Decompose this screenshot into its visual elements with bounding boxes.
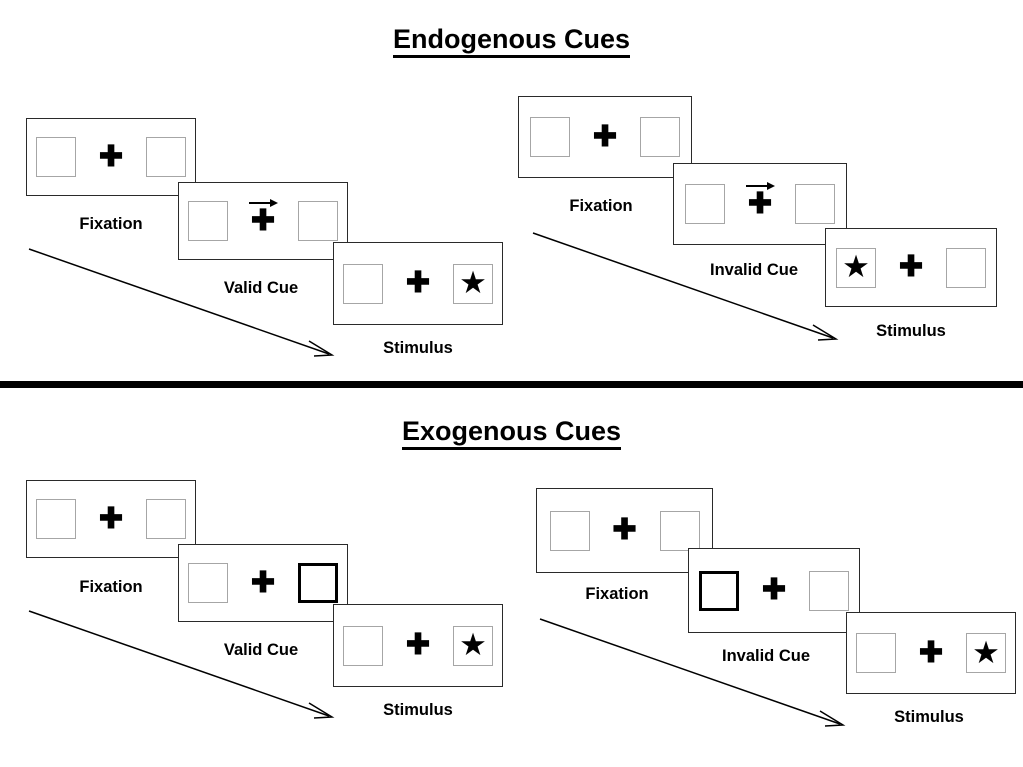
slot-left xyxy=(188,201,228,241)
fixation-cross-icon: ✚ xyxy=(250,204,276,237)
frame-endogenous-invalid-cue: ✚ xyxy=(673,163,847,245)
title-exogenous-text: Exogenous Cues xyxy=(401,416,622,450)
slot-right: ★ xyxy=(453,625,493,666)
fixation-center: ✚ xyxy=(401,261,435,307)
fixation-center: ✚ xyxy=(401,623,435,669)
title-exogenous: Exogenous Cues xyxy=(0,416,1023,450)
frame-exogenous-invalid-fixation: ✚ xyxy=(536,488,713,573)
slot-left xyxy=(685,184,725,224)
fixation-center: ✚ xyxy=(588,114,622,160)
time-arrow-endogenous-valid xyxy=(28,248,335,357)
slot-right xyxy=(659,510,700,551)
slot-right: ★ xyxy=(966,633,1006,673)
caption-exogenous-valid-stimulus: Stimulus xyxy=(383,701,453,719)
fixation-center: ✚ xyxy=(608,508,642,554)
arrow-right-icon xyxy=(249,199,278,207)
frame-endogenous-valid-cue: ✚ xyxy=(178,182,348,260)
fixation-cross-icon: ✚ xyxy=(592,120,618,153)
caption-exogenous-invalid-stimulus: Stimulus xyxy=(894,708,964,726)
slot-left xyxy=(343,625,383,666)
slot-right: ★ xyxy=(453,263,493,304)
frame-endogenous-invalid-stimulus: ★ ✚ xyxy=(825,228,997,307)
slot-left xyxy=(530,117,570,157)
caption-endogenous-invalid-fixation: Fixation xyxy=(569,197,633,215)
fixation-center: ✚ xyxy=(914,630,948,676)
time-arrow-endogenous-invalid xyxy=(532,232,839,341)
star-icon: ★ xyxy=(459,627,487,662)
fixation-center: ✚ xyxy=(246,560,280,606)
title-endogenous: Endogenous Cues xyxy=(0,24,1023,58)
slot-left-cued xyxy=(699,570,739,611)
frame-endogenous-valid-stimulus: ✚ ★ xyxy=(333,242,503,325)
section-endogenous: Endogenous Cues ✚ Fixation xyxy=(0,24,1023,357)
frame-endogenous-valid-fixation: ✚ xyxy=(26,118,196,196)
frame-exogenous-valid-stimulus: ✚ ★ xyxy=(333,604,503,687)
star-icon: ★ xyxy=(459,265,487,300)
slot-right xyxy=(809,570,849,611)
slot-left xyxy=(343,263,383,304)
arrow-right-icon xyxy=(746,182,775,190)
slot-right xyxy=(146,499,186,539)
fixation-cross-icon: ✚ xyxy=(405,267,431,299)
fixation-center: ✚ xyxy=(743,181,777,227)
fixation-center: ✚ xyxy=(894,245,928,291)
slot-right xyxy=(640,117,680,157)
frame-exogenous-invalid-cue: ✚ xyxy=(688,548,860,633)
slot-right xyxy=(298,201,338,241)
slot-left xyxy=(36,499,76,539)
fixation-cross-icon: ✚ xyxy=(918,636,944,669)
slot-left: ★ xyxy=(836,247,876,288)
slot-right xyxy=(795,184,835,224)
fixation-cross-icon: ✚ xyxy=(250,566,276,599)
caption-exogenous-valid-cue: Valid Cue xyxy=(223,641,299,659)
fixation-cross-icon: ✚ xyxy=(98,140,124,173)
frame-exogenous-valid-fixation: ✚ xyxy=(26,480,196,558)
caption-exogenous-invalid-fixation: Fixation xyxy=(585,585,649,603)
slot-right-cued xyxy=(298,563,338,603)
fixation-cross-icon: ✚ xyxy=(98,502,124,535)
frame-exogenous-valid-cue: ✚ xyxy=(178,544,348,622)
frame-exogenous-invalid-stimulus: ✚ ★ xyxy=(846,612,1016,694)
slot-left xyxy=(36,137,76,177)
star-icon: ★ xyxy=(972,634,1000,670)
caption-endogenous-invalid-cue: Invalid Cue xyxy=(709,261,799,279)
caption-exogenous-invalid-cue: Invalid Cue xyxy=(721,647,811,665)
fixation-cross-icon: ✚ xyxy=(612,514,637,546)
caption-endogenous-valid-cue: Valid Cue xyxy=(223,279,299,297)
frame-endogenous-invalid-fixation: ✚ xyxy=(518,96,692,178)
fixation-cross-icon: ✚ xyxy=(898,251,924,283)
section-exogenous: Exogenous Cues ✚ Fixation xyxy=(0,392,1023,767)
fixation-center: ✚ xyxy=(94,134,128,180)
fixation-cross-icon: ✚ xyxy=(747,187,773,220)
caption-endogenous-valid-stimulus: Stimulus xyxy=(383,339,453,357)
star-icon: ★ xyxy=(842,249,870,284)
slot-left xyxy=(188,563,228,603)
fixation-center: ✚ xyxy=(246,198,280,244)
time-arrow-exogenous-valid xyxy=(28,610,335,719)
slot-left xyxy=(549,510,590,551)
fixation-cross-icon: ✚ xyxy=(761,574,787,606)
slot-left xyxy=(856,633,896,673)
fixation-center: ✚ xyxy=(757,568,791,614)
caption-endogenous-invalid-stimulus: Stimulus xyxy=(876,322,946,340)
section-divider xyxy=(0,381,1023,388)
fixation-center: ✚ xyxy=(94,496,128,542)
caption-endogenous-valid-fixation: Fixation xyxy=(79,215,143,233)
fixation-cross-icon: ✚ xyxy=(405,629,431,661)
slot-right xyxy=(146,137,186,177)
caption-exogenous-valid-fixation: Fixation xyxy=(79,578,143,596)
title-endogenous-text: Endogenous Cues xyxy=(392,24,630,58)
slot-right xyxy=(946,247,986,288)
